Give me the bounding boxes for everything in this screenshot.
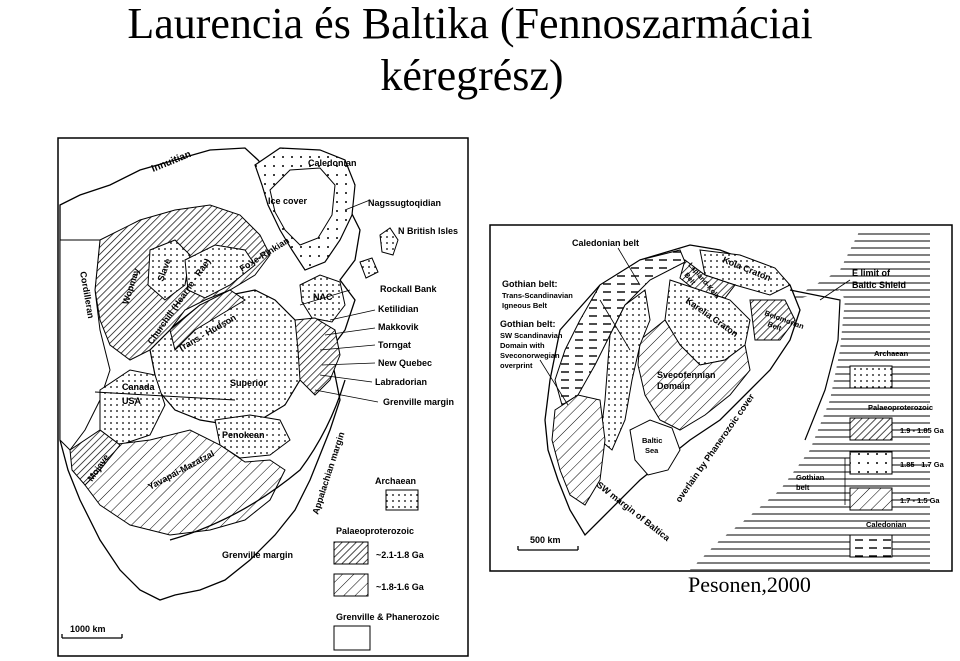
belomorian-belt bbox=[749, 299, 796, 341]
label-ice-cover: Ice cover bbox=[268, 196, 308, 206]
yavapai-mazatzal-belt bbox=[79, 429, 286, 536]
right-legend-caledonian: Caledonian bbox=[866, 520, 907, 529]
label-rockall-bank: Rockall Bank bbox=[380, 284, 438, 294]
label-gothian1-a: Gothian belt: bbox=[502, 279, 558, 289]
left-legend-palaeoproterozoic: Palaeoproterozoic bbox=[336, 526, 414, 536]
left-legend-range2: ~1.8-1.6 Ga bbox=[376, 582, 425, 592]
label-caledonian-belt: Caledonian belt bbox=[572, 238, 639, 248]
right-legend-palaeoproterozoic: Palaeoproterozoic bbox=[868, 403, 933, 412]
left-legend-archaean: Archaean bbox=[375, 476, 416, 486]
label-gothian2-c: Domain with bbox=[500, 341, 545, 350]
label-usa: USA bbox=[122, 396, 142, 406]
label-gothian2-e: overprint bbox=[500, 361, 533, 370]
mojave-belt bbox=[69, 429, 121, 486]
label-grenville-margin-ne: Grenville margin bbox=[383, 397, 454, 407]
e-limit-line bbox=[789, 289, 841, 441]
left-legend-range1-swatch bbox=[333, 541, 369, 565]
credit-text: Pesonen,2000 bbox=[688, 572, 811, 597]
label-caledonian: Caledonian bbox=[308, 158, 357, 168]
leader-lines bbox=[299, 199, 379, 403]
rockall-shape bbox=[359, 257, 379, 279]
left-legend-grenville-swatch bbox=[333, 625, 371, 651]
label-superior: Superior bbox=[230, 378, 268, 388]
right-legend: Archaean Palaeoproterozoic 1.9 - 1.85 Ga… bbox=[796, 349, 945, 558]
label-svecofennian-a: Svecofennian bbox=[657, 370, 716, 380]
label-penokean: Penokean bbox=[222, 430, 265, 440]
right-legend-r2: 1.85 - 1.7 Ga bbox=[900, 460, 945, 469]
baltic-sea-area bbox=[629, 419, 681, 476]
label-e-limit-a: E limit of bbox=[852, 268, 891, 278]
label-baltic-sea-b: Sea bbox=[645, 446, 659, 455]
left-legend-archaean-swatch bbox=[385, 489, 419, 511]
hearne-rae-craton bbox=[184, 244, 256, 299]
label-n-british-isles: N British Isles bbox=[398, 226, 458, 236]
right-legend-archaean: Archaean bbox=[874, 349, 909, 358]
cordilleran-belt bbox=[59, 239, 111, 451]
right-legend-archaean-swatch bbox=[849, 365, 893, 389]
right-legend-gothian-b: belt bbox=[796, 483, 810, 492]
trans-hudson-belt bbox=[169, 289, 246, 351]
right-legend-r3: 1.7 - 1.5 Ga bbox=[900, 496, 940, 505]
right-legend-gothian-a: Gothian bbox=[796, 473, 825, 482]
label-baltic-sea-a: Baltic bbox=[642, 436, 662, 445]
left-legend-range1: ~2.1-1.8 Ga bbox=[376, 550, 425, 560]
british-isles-shape bbox=[379, 227, 399, 256]
label-ketilidian: Ketilidian bbox=[378, 304, 419, 314]
label-nagssugtoqidian: Nagssugtoqidian bbox=[368, 198, 441, 208]
label-torngat: Torngat bbox=[378, 340, 411, 350]
right-legend-r1: 1.9 - 1.85 Ga bbox=[900, 426, 945, 435]
label-labradorian: Labradorian bbox=[375, 377, 427, 387]
label-nac: NAC bbox=[313, 292, 333, 302]
baltica-map: Caledonian belt Gothian belt: Trans-Scan… bbox=[489, 224, 953, 572]
label-gothian1-c: Igneous Belt bbox=[502, 301, 548, 310]
right-legend-r2-swatch bbox=[849, 451, 893, 475]
label-makkovik: Makkovik bbox=[378, 322, 420, 332]
right-legend-r1-swatch bbox=[849, 417, 893, 441]
right-legend-caledonian-swatch bbox=[849, 534, 893, 558]
right-scale-label: 500 km bbox=[530, 535, 561, 545]
label-new-quebec: New Quebec bbox=[378, 358, 432, 368]
label-e-limit-b: Baltic Shield bbox=[852, 280, 906, 290]
svecofennian-domain bbox=[637, 319, 751, 431]
label-svecofennian-b: Domain bbox=[657, 381, 690, 391]
label-gothian2-b: SW Scandinavian bbox=[500, 331, 563, 340]
label-gothian1-b: Trans-Scandinavian bbox=[502, 291, 573, 300]
slide-title-line-1: Laurencia és Baltika (Fennoszarmáciai bbox=[127, 0, 813, 48]
label-canada: Canada bbox=[122, 382, 156, 392]
laurentia-map: Innuitian Caledonian Ice cover Nagssugto… bbox=[57, 137, 469, 657]
left-legend-range2-swatch bbox=[333, 573, 369, 597]
label-gothian2-a: Gothian belt: bbox=[500, 319, 556, 329]
ice-cover-region bbox=[269, 167, 336, 246]
sw-scandinavian-domain bbox=[551, 394, 606, 506]
canada-usa-border bbox=[94, 391, 236, 401]
right-legend-r3-swatch bbox=[849, 487, 893, 511]
grenville-margin-line bbox=[169, 379, 346, 541]
left-legend-grenville: Grenville & Phanerozoic bbox=[336, 612, 440, 622]
phanerozoic-cover-region bbox=[690, 230, 930, 570]
right-leader-lines bbox=[539, 247, 851, 406]
slave-craton bbox=[147, 239, 191, 301]
left-scale-label: 1000 km bbox=[70, 624, 106, 634]
label-grenville-margin-s: Grenville margin bbox=[222, 550, 293, 560]
label-gothian2-d: Sveconorwegian bbox=[500, 351, 560, 360]
left-legend: Archaean Palaeoproterozoic ~2.1-1.8 Ga ~… bbox=[333, 476, 440, 651]
labrador-belts bbox=[294, 317, 341, 396]
slide-title-line-2: kéregrész) bbox=[380, 51, 564, 100]
left-scale-bar: 1000 km bbox=[61, 624, 123, 639]
caledonian-belt-area bbox=[554, 249, 686, 406]
right-scale-bar: 500 km bbox=[517, 535, 579, 551]
